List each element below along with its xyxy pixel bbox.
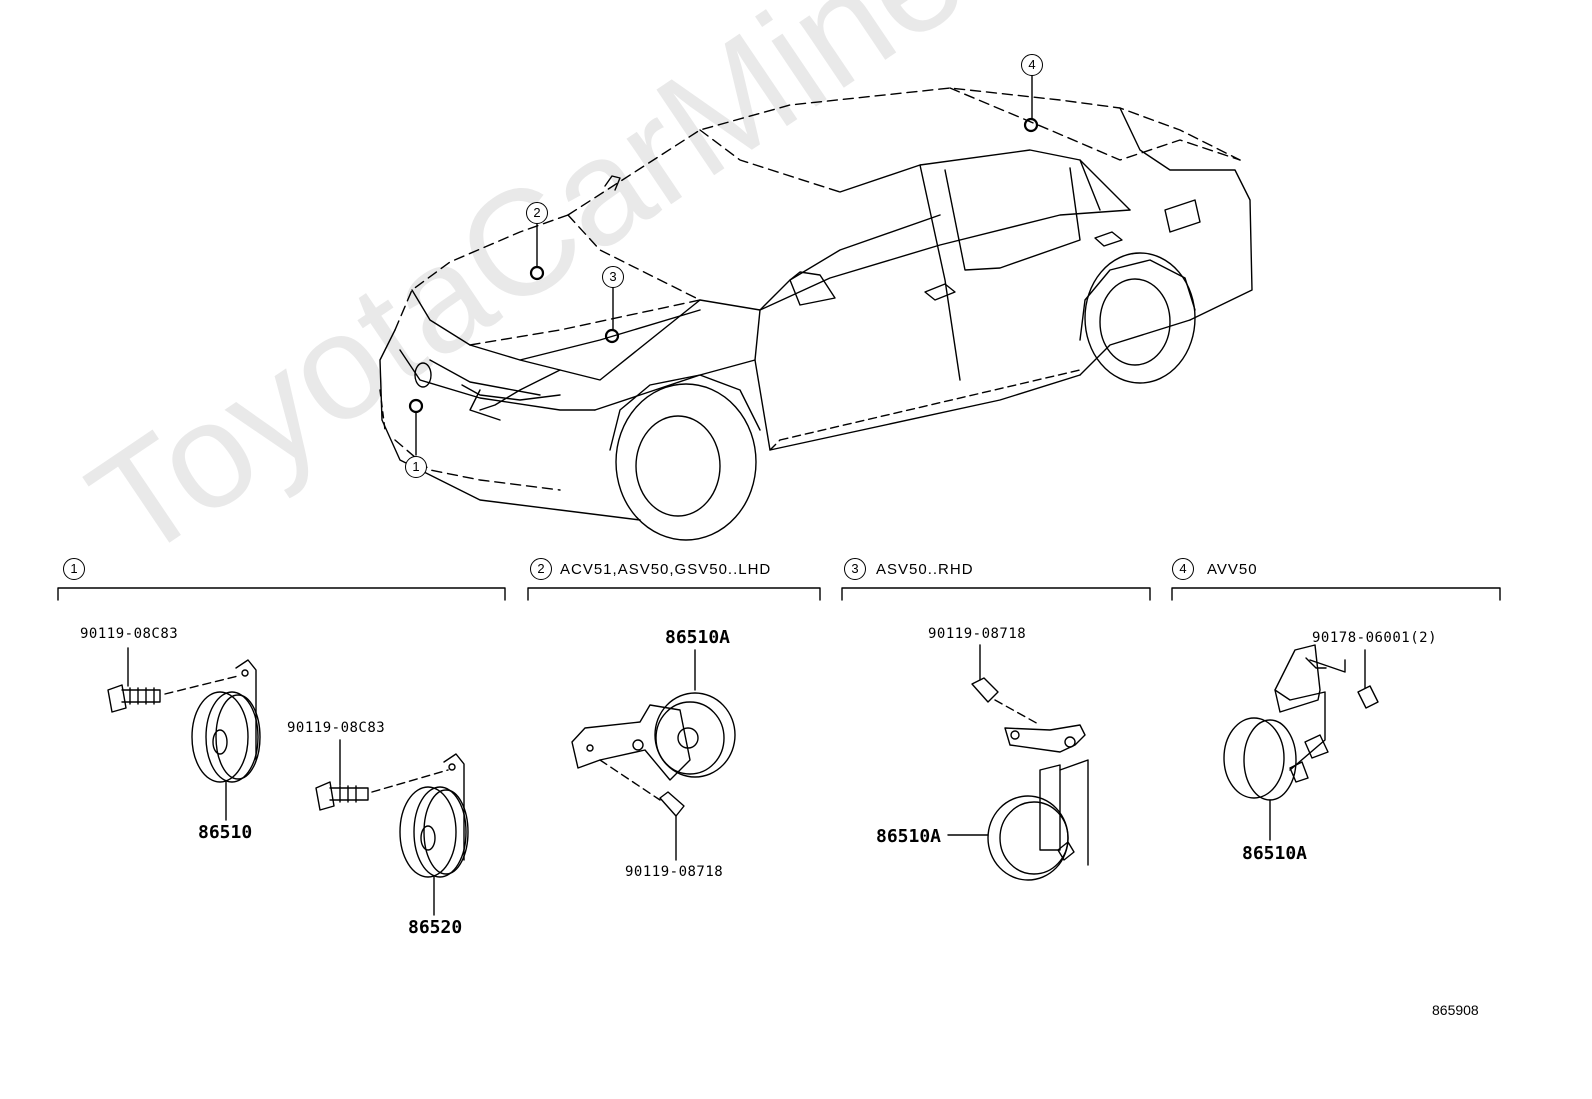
section1-art — [107, 647, 469, 916]
part-label-s1-horn-a: 86510 — [198, 822, 253, 843]
section3-art — [947, 644, 1089, 881]
section-4-label: AVV50 — [1207, 561, 1258, 578]
part-label-s3-horn: 86510A — [876, 826, 942, 847]
part-label-s2-bolt: 90119-08718 — [625, 864, 724, 880]
section2-art — [571, 649, 736, 861]
part-label-s2-horn: 86510A — [665, 627, 731, 648]
diagram-code: 865908 — [1432, 1002, 1479, 1018]
section-2-number: 2 — [530, 558, 552, 580]
section-3-label: ASV50..RHD — [876, 561, 974, 578]
part-label-s1-bolt-b: 90119-08C83 — [287, 720, 386, 736]
callout-4-car: 4 — [1021, 54, 1043, 76]
part-label-s3-bolt: 90119-08718 — [928, 626, 1027, 642]
part-label-s4-horn: 86510A — [1242, 843, 1308, 864]
callout-2-car: 2 — [526, 202, 548, 224]
section-2-label: ACV51,ASV50,GSV50..LHD — [560, 561, 772, 578]
callout-3-car: 3 — [602, 266, 624, 288]
section4-art — [1223, 644, 1379, 841]
part-label-s4-nut: 90178-06001(2) — [1312, 630, 1438, 646]
section-3-number: 3 — [844, 558, 866, 580]
part-label-s1-horn-b: 86520 — [408, 917, 463, 938]
part-label-s1-bolt-a: 90119-08C83 — [80, 626, 179, 642]
section-1-number: 1 — [63, 558, 85, 580]
car-illustration — [379, 87, 1253, 541]
callout-1-car: 1 — [405, 456, 427, 478]
section-4-number: 4 — [1172, 558, 1194, 580]
